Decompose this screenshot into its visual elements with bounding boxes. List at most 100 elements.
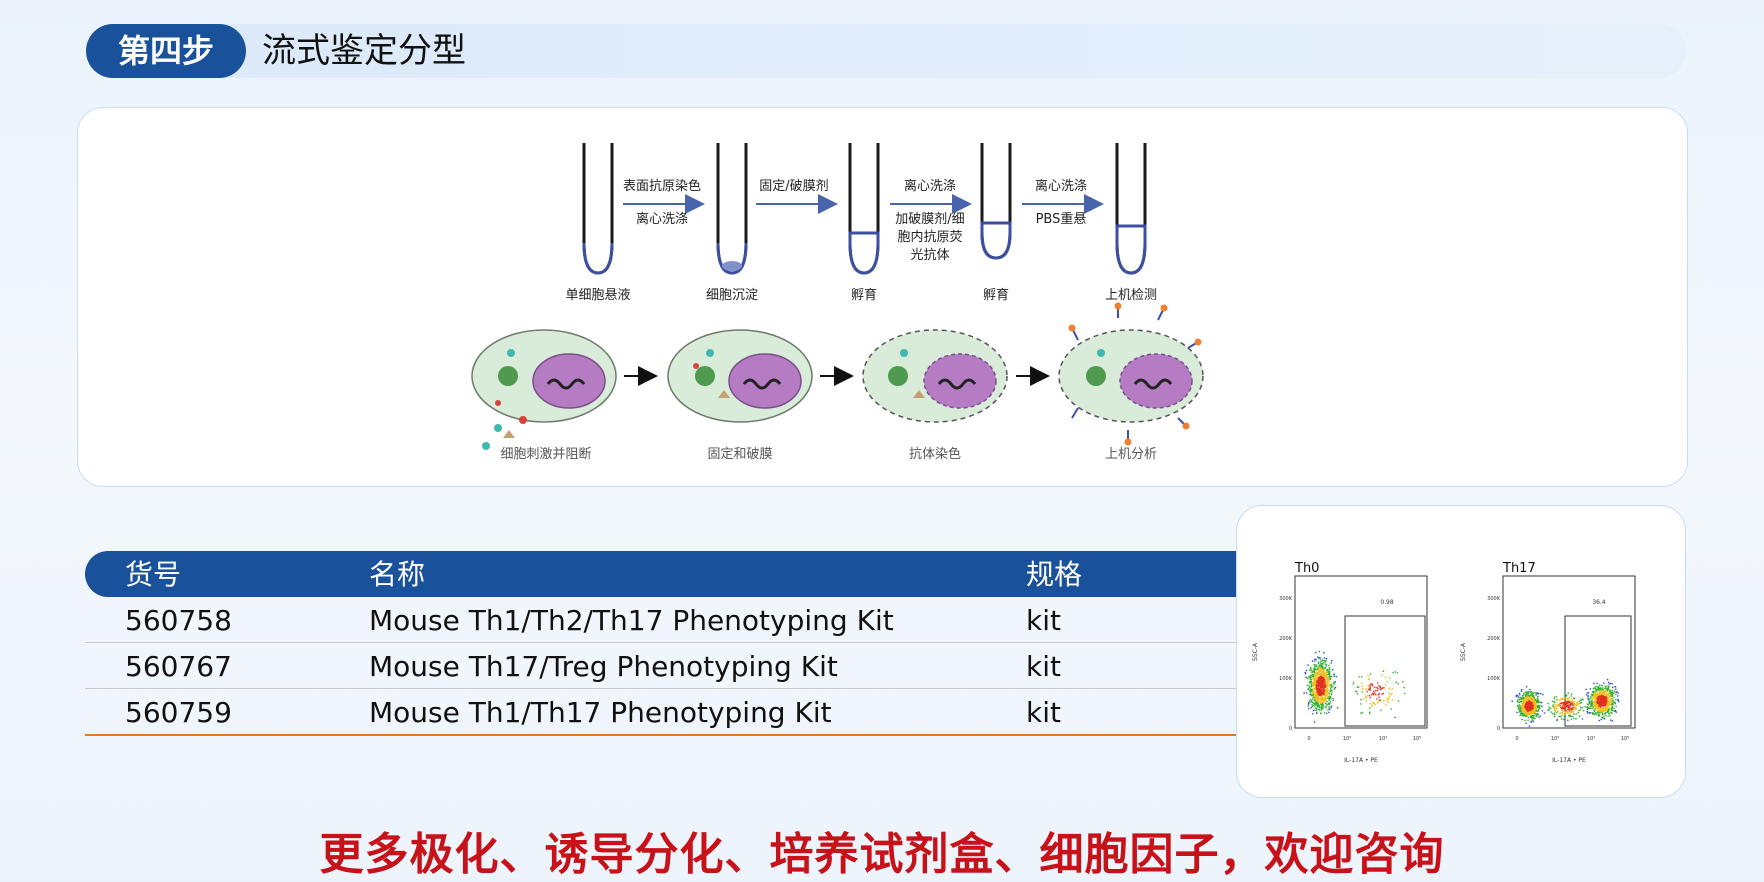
y-tick-label: 300K xyxy=(1279,596,1293,602)
scatter-dot xyxy=(1559,704,1561,707)
scatter-dot xyxy=(1535,715,1538,718)
scatter-dot xyxy=(1524,706,1526,708)
scatter-dot xyxy=(1325,696,1327,698)
scatter-dot xyxy=(1522,700,1524,702)
scatter-dot xyxy=(1368,712,1371,715)
scatter-dot xyxy=(1534,702,1536,704)
scatter-dot xyxy=(1324,693,1327,695)
scatter-dot xyxy=(1524,703,1527,706)
scatter-dot xyxy=(1532,694,1535,697)
scatter-dot xyxy=(1319,688,1321,690)
scatter-dot xyxy=(1335,675,1338,678)
scatter-dot xyxy=(1599,709,1601,711)
scatter-dot xyxy=(1304,672,1307,675)
scatter-dot xyxy=(1564,702,1567,704)
scatter-dot xyxy=(1390,708,1392,710)
scatter-dot xyxy=(1314,671,1317,674)
scatter-dot xyxy=(1322,691,1324,694)
scatter-dot xyxy=(1317,686,1320,689)
scatter-dot xyxy=(1322,682,1324,684)
scatter-dot xyxy=(1518,707,1520,709)
scatter-dot xyxy=(1366,695,1369,697)
scatter-dot xyxy=(1333,675,1335,677)
scatter-dot xyxy=(1600,718,1602,721)
arrow3-bottom-label-3: 光抗体 xyxy=(910,248,949,263)
scatter-dot xyxy=(1323,670,1325,672)
scatter-dot xyxy=(1529,708,1532,710)
scatter-dot xyxy=(1528,707,1530,710)
scatter-dot xyxy=(1591,699,1593,702)
scatter-dot xyxy=(1328,684,1331,686)
scatter-dot xyxy=(1306,684,1309,686)
scatter-dot xyxy=(1615,693,1617,696)
scatter-dot xyxy=(1549,707,1551,710)
scatter-dot xyxy=(1330,693,1333,696)
scatter-dot xyxy=(1322,677,1325,679)
scatter-dot xyxy=(1313,669,1316,671)
scatter-dot xyxy=(1599,689,1601,691)
scatter-dot xyxy=(1312,694,1314,697)
scatter-dot xyxy=(1557,710,1559,713)
scatter-dot xyxy=(1571,697,1573,699)
scatter-dot xyxy=(1394,716,1396,719)
scatter-dot xyxy=(1607,681,1610,684)
scatter-dot xyxy=(1597,713,1599,716)
scatter-dot xyxy=(1328,705,1330,708)
scatter-dot xyxy=(1534,706,1537,708)
scatter-dot xyxy=(1309,688,1312,690)
scatter-dot xyxy=(1313,703,1316,705)
scatter-dot xyxy=(1326,700,1328,703)
plot-th17: Th17 36.4 SSC-A IL-17A • PE 300K 200K 10… xyxy=(1460,561,1636,764)
scatter-dot xyxy=(1599,701,1601,704)
scatter-dot xyxy=(1594,713,1596,715)
scatter-dot xyxy=(1535,694,1537,696)
scatter-dot xyxy=(1568,713,1571,716)
scatter-dot xyxy=(1329,700,1332,703)
scatter-dot xyxy=(1531,710,1533,712)
scatter-dot xyxy=(1388,688,1390,690)
y-axis-label: SSC-A xyxy=(1460,642,1467,661)
scatter-dot xyxy=(1307,687,1310,690)
scatter-dot xyxy=(1615,711,1618,713)
gate-value: 0.98 xyxy=(1380,599,1394,606)
scatter-dot xyxy=(1332,699,1335,702)
scatter-dot xyxy=(1307,707,1310,710)
scatter-dot xyxy=(1594,697,1596,699)
scatter-dot xyxy=(1538,704,1540,707)
scatter-dot xyxy=(1520,700,1523,703)
scatter-dot xyxy=(1591,704,1593,707)
scatter-dot xyxy=(1322,705,1324,708)
scatter-dot xyxy=(1314,664,1316,666)
scatter-dot xyxy=(1314,658,1316,660)
scatter-dot xyxy=(1527,703,1530,706)
scatter-dot xyxy=(1327,702,1330,704)
scatter-dot xyxy=(1537,695,1539,698)
scatter-dot xyxy=(1387,692,1390,694)
scatter-dot xyxy=(1322,707,1324,709)
scatter-dot xyxy=(1543,712,1546,714)
scatter-dot xyxy=(1612,710,1614,712)
scatter-dot xyxy=(1366,688,1368,691)
scatter-dot xyxy=(1333,683,1336,685)
scatter-dot xyxy=(1529,716,1532,718)
scatter-dot xyxy=(1327,693,1330,696)
scatter-dot xyxy=(1371,705,1374,708)
scatter-dot xyxy=(1579,715,1581,717)
scatter-dot xyxy=(1318,706,1321,709)
scatter-dot xyxy=(1564,704,1567,707)
scatter-dot xyxy=(1391,693,1393,695)
scatter-dot xyxy=(1562,701,1565,704)
scatter-dot xyxy=(1547,702,1549,705)
scatter-dot xyxy=(1312,678,1314,680)
scatter-dot xyxy=(1317,671,1320,673)
arrow1-bottom-label: 离心洗涤 xyxy=(636,211,688,227)
scatter-dot xyxy=(1615,698,1617,701)
scatter-dot xyxy=(1315,681,1318,684)
scatter-dot xyxy=(1376,682,1379,684)
scatter-dot xyxy=(1527,713,1530,715)
header-catalog-no: 货号 xyxy=(125,558,182,591)
scatter-dot xyxy=(1306,677,1309,680)
scatter-dot xyxy=(1318,679,1320,682)
scatter-dot xyxy=(1586,694,1588,696)
scatter-dot xyxy=(1601,693,1604,696)
